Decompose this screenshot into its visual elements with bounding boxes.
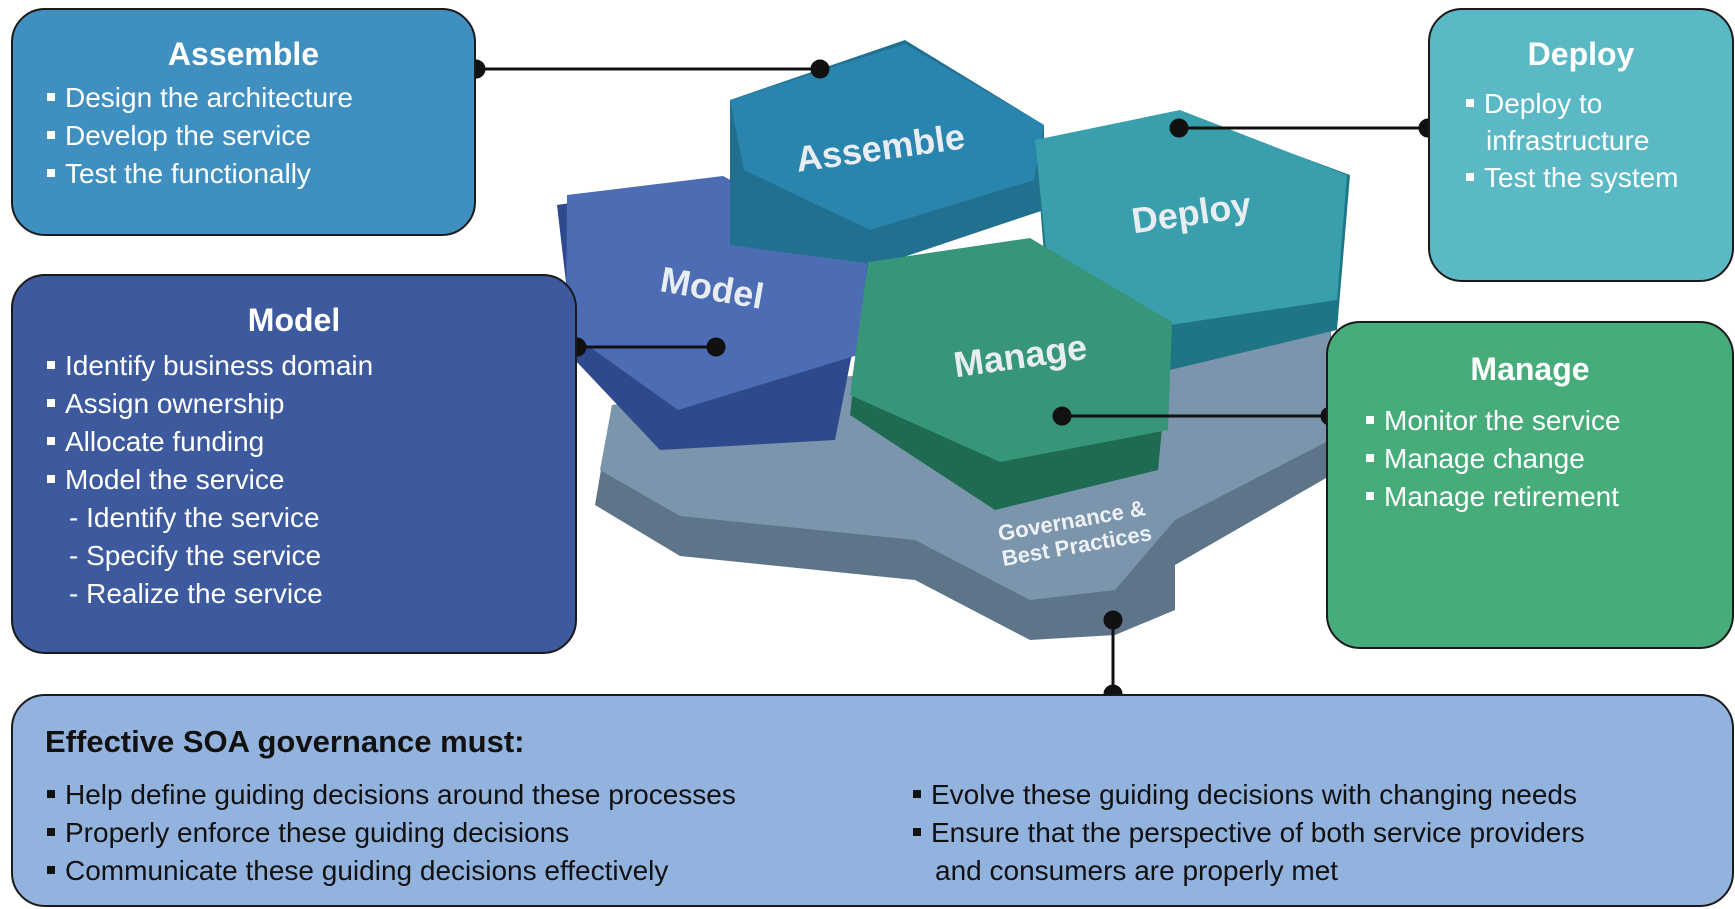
list-item: Model the service bbox=[47, 461, 575, 499]
list-item: Test the system bbox=[1466, 159, 1732, 196]
governance-box-title: Effective SOA governance must: bbox=[45, 724, 525, 759]
deploy-box: Deploy Deploy to infrastructure Test the… bbox=[1428, 8, 1734, 282]
list-item: Evolve these guiding decisions with chan… bbox=[913, 776, 1585, 814]
bullet-icon bbox=[47, 168, 55, 177]
bullet-icon bbox=[1466, 172, 1474, 181]
bullet-icon bbox=[913, 827, 921, 836]
deploy-box-title: Deploy bbox=[1527, 36, 1635, 72]
manage-box: Manage Monitor the service Manage change… bbox=[1326, 321, 1734, 649]
list-item: Design the architecture bbox=[47, 79, 474, 117]
list-item: Test the functionally bbox=[47, 155, 474, 193]
bullet-icon bbox=[47, 92, 55, 101]
bullet-icon bbox=[1466, 98, 1474, 107]
bullet-icon bbox=[47, 398, 55, 407]
list-item-continuation: and consumers are properly met bbox=[935, 855, 1339, 886]
model-list: Identify business domain Assign ownershi… bbox=[13, 339, 575, 613]
manage-box-title: Manage bbox=[1470, 351, 1590, 387]
governance-connector-dot-top bbox=[1103, 610, 1123, 630]
bullet-icon bbox=[47, 436, 55, 445]
sub-list-item: - Specify the service bbox=[69, 540, 322, 571]
list-item: Develop the service bbox=[47, 117, 474, 155]
manage-hexagon bbox=[850, 238, 1172, 510]
manage-list: Monitor the service Manage change Manage… bbox=[1328, 388, 1732, 516]
model-box-title: Model bbox=[247, 302, 341, 338]
bullet-icon bbox=[1366, 415, 1374, 424]
governance-left-list: Help define guiding decisions around the… bbox=[47, 776, 736, 890]
manage-connector-dot-hex bbox=[1052, 406, 1072, 426]
bullet-icon bbox=[47, 827, 55, 836]
list-item: Identify business domain bbox=[47, 347, 575, 385]
assemble-list: Design the architecture Develop the serv… bbox=[13, 73, 474, 193]
bullet-icon bbox=[47, 474, 55, 483]
list-item: Help define guiding decisions around the… bbox=[47, 776, 736, 814]
bullet-icon bbox=[1366, 453, 1374, 462]
list-item: Deploy to bbox=[1466, 85, 1732, 122]
deploy-connector-dot-hex bbox=[1169, 118, 1189, 138]
model-box: Model Identify business domain Assign ow… bbox=[11, 274, 577, 654]
bullet-icon bbox=[47, 789, 55, 798]
assemble-box-title: Assemble bbox=[167, 36, 320, 72]
list-item: Communicate these guiding decisions effe… bbox=[47, 852, 736, 890]
deploy-list: Deploy to infrastructure Test the system bbox=[1430, 73, 1732, 196]
list-item: Manage retirement bbox=[1366, 478, 1732, 516]
bullet-icon bbox=[47, 865, 55, 874]
list-item: Properly enforce these guiding decisions bbox=[47, 814, 736, 852]
assemble-box: Assemble Design the architecture Develop… bbox=[11, 8, 476, 236]
governance-box: Effective SOA governance must: Help defi… bbox=[11, 694, 1734, 907]
list-item: Monitor the service bbox=[1366, 402, 1732, 440]
bullet-icon bbox=[47, 130, 55, 139]
list-item: Ensure that the perspective of both serv… bbox=[913, 814, 1585, 852]
list-item: Allocate funding bbox=[47, 423, 575, 461]
sub-list-item: - Realize the service bbox=[69, 578, 323, 609]
list-item: Assign ownership bbox=[47, 385, 575, 423]
sub-list-item: - Identify the service bbox=[69, 502, 320, 533]
bullet-icon bbox=[1366, 491, 1374, 500]
bullet-icon bbox=[913, 789, 921, 798]
model-connector-dot-hex bbox=[706, 337, 726, 357]
bullet-icon bbox=[47, 360, 55, 369]
assemble-connector-dot-hex bbox=[810, 59, 830, 79]
list-item-continuation: infrastructure bbox=[1486, 125, 1650, 156]
governance-right-list: Evolve these guiding decisions with chan… bbox=[913, 776, 1585, 890]
list-item: Manage change bbox=[1366, 440, 1732, 478]
assemble-hexagon bbox=[730, 40, 1044, 265]
